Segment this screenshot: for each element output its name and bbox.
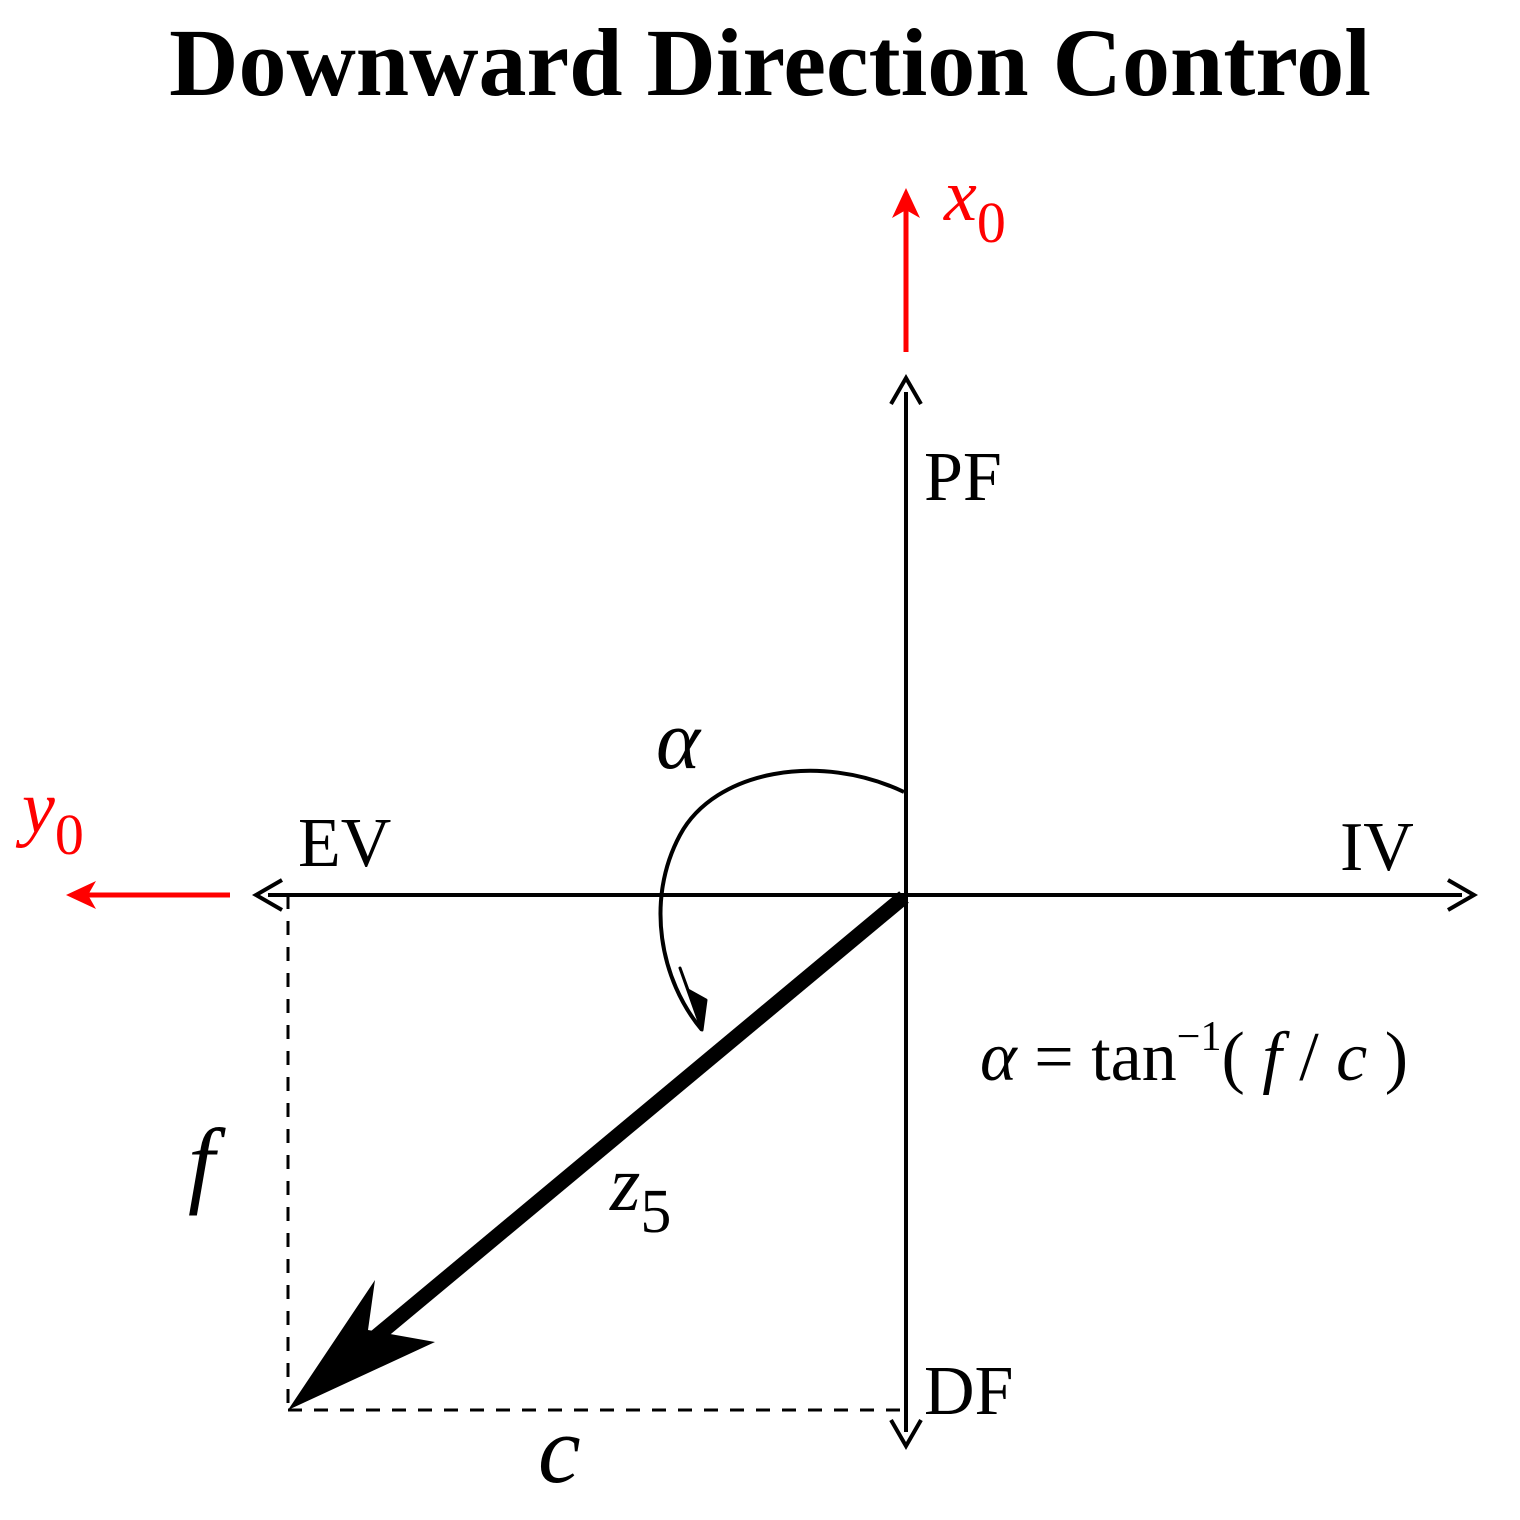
- iv-arrowhead: [1447, 878, 1479, 912]
- z5-vector-arrowhead: [288, 1280, 435, 1410]
- f-label: f: [188, 1109, 226, 1216]
- formula-open-paren: (: [1221, 1019, 1244, 1096]
- x0-label: x0: [943, 155, 1006, 255]
- df-arrowhead: [889, 1419, 923, 1451]
- x0-arrowhead: [892, 188, 920, 218]
- vertical-axis: [889, 373, 923, 1451]
- formula-exponent: −1: [1177, 1014, 1222, 1060]
- alpha-label: α: [656, 694, 702, 787]
- alpha-angle-arc: [658, 768, 905, 1032]
- x0-symbol: x: [943, 155, 977, 237]
- ev-label: EV: [298, 805, 391, 882]
- z5-subscript: 5: [640, 1178, 671, 1246]
- c-label: c: [538, 1396, 581, 1503]
- z5-vector: [288, 891, 909, 1410]
- z5-label: z5: [609, 1140, 671, 1246]
- x0-subscript: 0: [977, 190, 1006, 255]
- y0-label: y0: [15, 767, 84, 867]
- formula-f: f: [1262, 1019, 1290, 1096]
- horizontal-axis: [251, 878, 1479, 912]
- y0-axis: [66, 881, 230, 909]
- alpha-formula: α = tan−1( f / c ): [980, 1014, 1408, 1096]
- y0-subscript: 0: [55, 802, 84, 867]
- formula-lhs: α: [980, 1019, 1018, 1096]
- y0-arrowhead: [66, 881, 96, 909]
- z5-symbol: z: [609, 1140, 640, 1227]
- y0-symbol: y: [15, 767, 55, 849]
- x0-axis: [892, 188, 920, 352]
- diagram-title: Downward Direction Control: [169, 9, 1371, 116]
- alpha-arc-arrowhead: [678, 966, 708, 1032]
- z5-vector-shaft: [355, 891, 909, 1356]
- ev-arrowhead: [251, 878, 283, 912]
- iv-label: IV: [1340, 809, 1414, 886]
- pf-label: PF: [924, 439, 1002, 516]
- formula-func: tan: [1091, 1019, 1177, 1096]
- formula-slash: /: [1299, 1019, 1319, 1096]
- alpha-arc-path: [658, 768, 905, 1032]
- pf-arrowhead: [889, 373, 923, 405]
- formula-close-paren: ): [1385, 1019, 1408, 1096]
- formula-equals: =: [1034, 1019, 1073, 1096]
- formula-c: c: [1336, 1019, 1367, 1096]
- df-label: DF: [924, 1353, 1013, 1430]
